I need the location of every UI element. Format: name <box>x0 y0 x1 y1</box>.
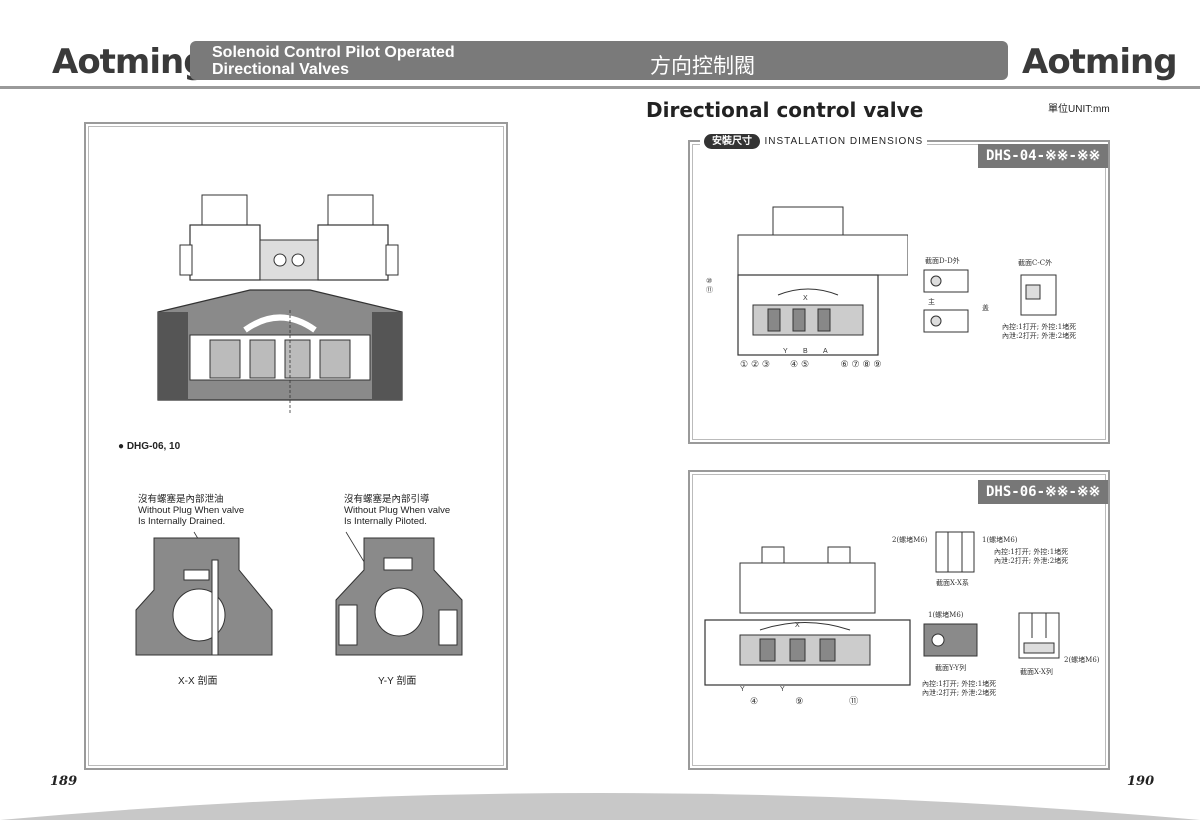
dhs06-valve-drawing: X Y Y <box>704 546 911 693</box>
dhs04-note2: 內泄:2打开; 外泄:2堵死 <box>1002 332 1077 340</box>
pilot-caption: 沒有螺塞是內部引導 Without Plug When valve Is Int… <box>344 494 450 527</box>
drain-caption-en2: Is Internally Drained. <box>138 516 226 527</box>
dhs04-section-cc-drawing <box>1020 274 1057 316</box>
dhs04-notes: 內控:1打开; 外控:1堵死 內泄:2打开; 外泄:2堵死 <box>1002 323 1076 341</box>
dhs06-note1b: 內控:1打开; 外控:1堵死 <box>922 680 997 688</box>
dhs06-notes-bottom: 內控:1打开; 外控:1堵死 內泄:2打开; 外泄:2堵死 <box>922 680 996 698</box>
svg-text:X: X <box>795 622 800 629</box>
model-dhg-label: ● DHG-06, 10 <box>118 441 180 452</box>
section-title: Directional control valve <box>646 98 924 122</box>
dhs04-note1: 內控:1打开; 外控:1堵死 <box>1002 323 1077 331</box>
dhs04-side-numbers: ⑩ ⑪ <box>706 277 713 295</box>
dhs04-num-10: ⑩ <box>706 277 713 285</box>
svg-text:Y: Y <box>783 348 788 355</box>
dhs06-notes-top: 內控:1打开; 外控:1堵死 內泄:2打开; 外泄:2堵死 <box>994 548 1068 566</box>
banner-title-line2: Directional Valves <box>212 61 349 78</box>
drain-caption-en1: Without Plug When valve <box>138 505 245 516</box>
footer-swoosh <box>0 793 1200 820</box>
dhs04-num-8: ⑧ <box>862 360 871 370</box>
model-dhg-text: DHG-06, 10 <box>126 441 181 452</box>
dhs04-label-gai: 盖 <box>982 304 989 312</box>
dhs06-note1: 內控:1打开; 外控:1堵死 <box>994 548 1069 556</box>
svg-text:Y: Y <box>740 686 745 693</box>
dhs04-model-label: DHS-04-※※-※※ <box>978 144 1109 168</box>
dhs06-section-xx2-label: 截面X-X列 <box>1020 668 1053 676</box>
dhs04-num-11: ⑪ <box>706 286 713 294</box>
logo-right: Aotming <box>1022 42 1178 82</box>
dhg-main-valve-drawing <box>157 194 403 415</box>
left-drawing-panel <box>84 122 508 770</box>
banner-title-cn: 方向控制閥 <box>650 54 755 78</box>
dhs04-num-5: ⑤ <box>800 360 810 370</box>
dhs06-section-xx-label: 截面X-X系 <box>936 579 969 587</box>
dhs04-num-6: ⑥ <box>840 360 849 370</box>
dhs06-num-11: ⑪ <box>849 697 859 707</box>
dhs06-plug1b-label: 1(螺堵M6) <box>928 611 964 619</box>
dhs04-bottom-numbers: ① ② ③ ④ ⑤ ⑥ ⑦ ⑧ ⑨ <box>740 360 881 370</box>
svg-text:A: A <box>823 348 828 355</box>
xx-section-label: X-X 剖面 <box>178 676 218 687</box>
dhs04-section-cc-label: 截面C-C外 <box>1018 259 1053 267</box>
dhs04-section-dd-label: 截面D-D外 <box>925 257 960 265</box>
pilot-caption-en1: Without Plug When valve <box>344 505 451 516</box>
dhs04-num-9: ⑨ <box>873 360 882 370</box>
dhs04-num-2: ② <box>750 360 760 370</box>
install-label: INSTALLATION DIMENSIONS <box>764 136 924 147</box>
dhs04-num-7: ⑦ <box>851 360 860 370</box>
dhs06-model-label: DHS-06-※※-※※ <box>978 480 1109 504</box>
header-rule <box>0 86 1200 89</box>
install-header: 安裝尺寸 INSTALLATION DIMENSIONS <box>700 131 928 149</box>
dhs06-section-xx2-drawing <box>1018 612 1060 659</box>
page-number-right: 190 <box>1127 774 1155 789</box>
banner-title-line1: Solenoid Control Pilot Operated <box>212 44 455 61</box>
dhs06-section-xx-drawing <box>935 531 975 573</box>
dhs04-num-3: ③ <box>761 360 770 370</box>
dhs06-plug2b-label: 2(螺堵M6) <box>1064 656 1100 664</box>
page-number-left: 189 <box>50 774 78 789</box>
install-badge: 安裝尺寸 <box>704 134 760 149</box>
dhs06-section-yy-drawing <box>923 623 978 657</box>
svg-text:B: B <box>803 348 808 355</box>
drain-caption: 沒有螺塞是內部泄油 Without Plug When valve Is Int… <box>138 494 244 527</box>
unit-label: 單位UNIT:mm <box>1048 104 1110 115</box>
dhs06-plug2-label: 2(螺堵M6) <box>892 536 928 544</box>
svg-text:X: X <box>803 295 808 302</box>
dhs04-label-zhu: 主 <box>928 298 935 306</box>
dhs06-note2b: 內泄:2打开; 外泄:2堵死 <box>922 689 997 697</box>
svg-text:Y: Y <box>780 686 785 693</box>
yy-section-drawing <box>335 531 463 656</box>
xx-section-drawing <box>135 531 273 656</box>
dhs06-plug1-label: 1(螺堵M6) <box>982 536 1018 544</box>
dhs06-num-9: ⑨ <box>795 697 804 707</box>
header-banner <box>190 41 1008 80</box>
logo-left: Aotming <box>52 42 208 82</box>
dhs06-note2: 內泄:2打开; 外泄:2堵死 <box>994 557 1069 565</box>
dhs04-section-dd-drawing <box>923 269 969 333</box>
dhs04-num-4: ④ <box>790 360 799 370</box>
drain-caption-cn: 沒有螺塞是內部泄油 <box>138 494 224 505</box>
dhs04-valve-drawing: X Y B A <box>737 206 908 356</box>
dhs04-num-1: ① <box>740 360 749 370</box>
dhs06-num-4: ④ <box>750 697 759 707</box>
bullet-dot-icon: ● <box>118 441 125 452</box>
pilot-caption-en2: Is Internally Piloted. <box>344 516 427 527</box>
banner-title-en: Solenoid Control Pilot Operated Directio… <box>212 44 455 78</box>
yy-section-label: Y-Y 剖面 <box>378 676 417 687</box>
dhs06-section-yy-label: 截面Y-Y列 <box>935 664 967 672</box>
pilot-caption-cn: 沒有螺塞是內部引導 <box>344 494 430 505</box>
dhs06-bottom-numbers: ④ ⑨ ⑪ <box>750 694 858 707</box>
